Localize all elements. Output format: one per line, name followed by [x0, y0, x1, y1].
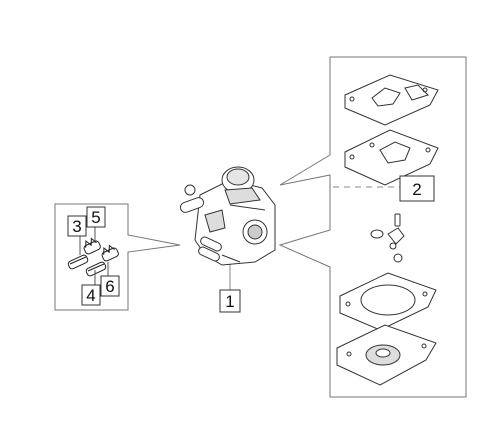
callout-6: 6 — [100, 275, 120, 297]
svg-text:5: 5 — [91, 208, 100, 227]
spring-icon — [101, 244, 119, 262]
svg-text:4: 4 — [86, 286, 95, 305]
svg-text:2: 2 — [412, 180, 421, 199]
screw-icon — [85, 261, 107, 277]
needle-valve-icon — [370, 213, 405, 263]
svg-text:6: 6 — [105, 277, 114, 296]
adjuster-frame — [54, 203, 181, 311]
kit-frame — [278, 56, 467, 398]
diaphragm-icon — [336, 324, 437, 386]
carburetor-icon — [179, 166, 276, 266]
callout-4: 4 — [81, 284, 101, 306]
callout-5: 5 — [86, 206, 106, 228]
gasket-icon — [339, 272, 437, 331]
gasket-icon — [344, 74, 439, 126]
callout-1: 1 — [219, 289, 241, 313]
screw-icon — [67, 254, 89, 270]
spring-icon — [83, 237, 101, 255]
callout-2: 2 — [399, 175, 435, 202]
svg-text:1: 1 — [225, 292, 234, 311]
callout-3: 3 — [67, 215, 87, 237]
svg-text:3: 3 — [72, 217, 81, 236]
diaphragm-icon — [344, 129, 439, 186]
